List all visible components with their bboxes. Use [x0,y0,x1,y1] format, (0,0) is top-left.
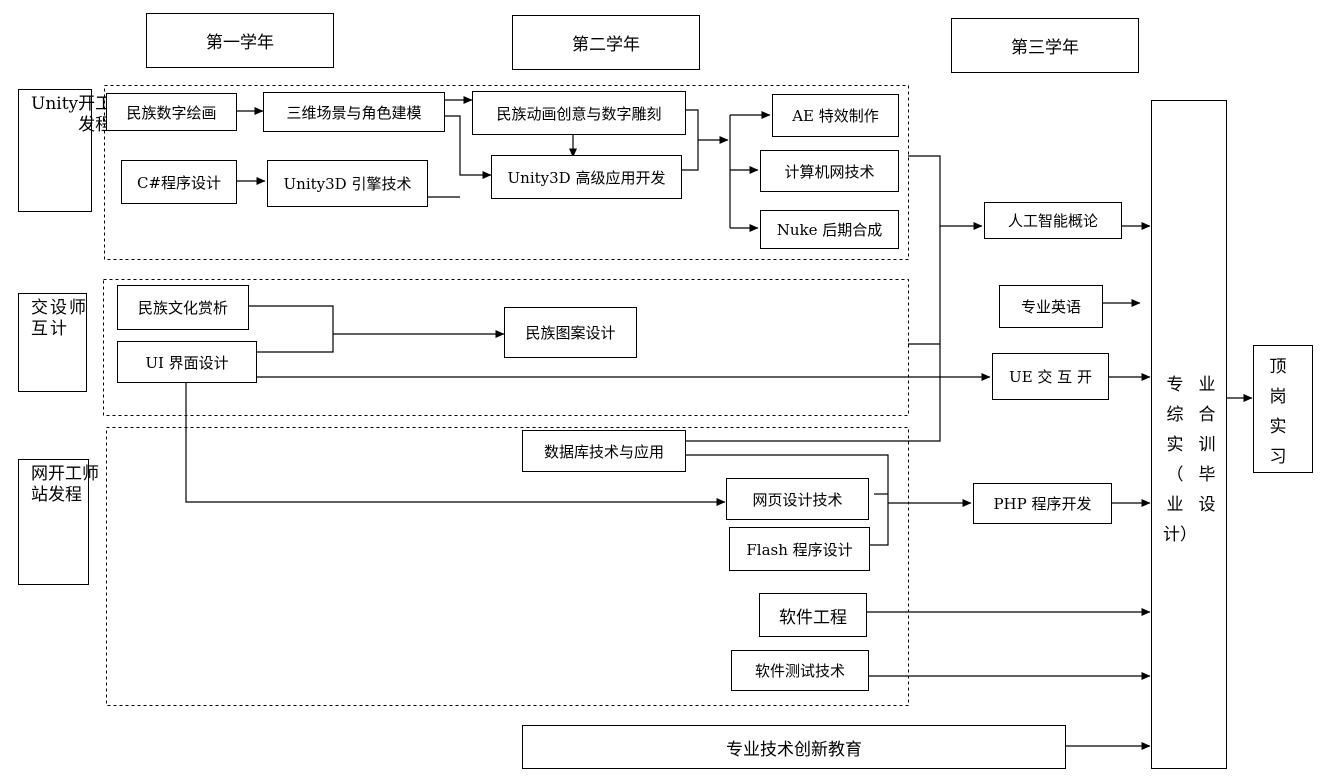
course-ae-effects: AE 特效制作 [772,94,899,137]
interaction-group-frame [103,279,909,416]
role-interaction-designer: 交互 设计 师 [18,293,87,392]
course-ui-design: UI 界面设计 [117,341,257,383]
capstone-project-box [1151,100,1227,769]
course-software-engineering: 软件工程 [759,593,867,637]
role-web-engineer: 网站 开发 工程 师 [18,459,99,585]
capstone-col1-1: 专 [1166,375,1184,395]
bus-from-unity-group [686,155,941,442]
capstone-col2-2: 合 [1198,405,1216,425]
role-interaction-line-2: 设计 [50,298,67,339]
capstone-text-col-1: 专 综 实 （ 业 计） [1163,370,1197,550]
course-professional-english: 专业英语 [999,285,1103,328]
internship-char-4: 习 [1269,447,1287,467]
course-php: PHP 程序开发 [973,483,1112,524]
role-unity-line-2: 开发 [78,94,96,135]
course-ai-intro: 人工智能概论 [984,202,1122,239]
year-2-label: 第二学年 [572,35,640,55]
year-1-header: 第一学年 [146,13,334,68]
role-web-line-4: 师 [82,464,99,484]
role-web-line-1: 网站 [31,464,48,505]
capstone-col2-4: 毕 [1198,465,1216,485]
capstone-col1-3: 实 [1166,435,1184,455]
capstone-col1-6: 计） [1163,525,1197,545]
role-interaction-line-1: 交互 [31,298,48,339]
course-database: 数据库技术与应用 [522,430,686,472]
role-unity-line-1: Unity [31,94,79,114]
year-3-label: 第三学年 [1011,38,1079,58]
arrow-modeling-to-unity-advanced [445,115,492,179]
course-web-design: 网页设计技术 [726,478,869,520]
role-web-line-3: 工程 [65,464,82,505]
bracket-culture-ui [249,305,334,353]
year-1-label: 第一学年 [206,33,274,53]
course-ue-dev: UE 交 互 开 [992,353,1109,400]
course-nuke: Nuke 后期合成 [760,210,899,249]
capstone-col2-5: 设 [1198,495,1216,515]
capstone-col2-3: 训 [1198,435,1216,455]
course-unity3d-engine: Unity3D 引擎技术 [267,160,428,207]
capstone-col2-1: 业 [1198,375,1216,395]
course-flash: Flash 程序设计 [729,527,870,571]
year-3-header: 第三学年 [951,18,1139,73]
course-scene-character-modeling: 三维场景与角色建模 [263,92,445,132]
course-csharp: C#程序设计 [121,160,237,204]
bracket-db-web-flash [686,454,889,546]
capstone-text-col-2: 业 合 训 毕 设 [1195,370,1219,520]
course-ethnic-pattern: 民族图案设计 [504,307,637,358]
internship-char-3: 实 [1269,417,1287,437]
role-web-line-2: 开发 [48,464,65,505]
internship-char-2: 岗 [1269,387,1287,407]
capstone-col1-5: 业 [1166,495,1184,515]
role-unity-engineer: Unity 开发 工程 师 [18,89,129,212]
internship-box [1253,345,1313,473]
course-ethnic-digital-painting: 民族数字绘画 [106,93,237,131]
course-ethnic-animation-sculpt: 民族动画创意与数字雕刻 [472,91,686,135]
course-unity3d-advanced: Unity3D 高级应用开发 [491,155,682,199]
capstone-col1-2: 综 [1166,405,1184,425]
course-ethnic-culture: 民族文化赏析 [117,285,249,330]
year-2-header: 第二学年 [512,15,700,70]
course-innovation-education: 专业技术创新教育 [522,725,1066,769]
role-interaction-line-3: 师 [69,298,86,318]
internship-char-1: 顶 [1269,357,1287,377]
course-software-testing: 软件测试技术 [731,650,869,691]
unity-group-frame [104,85,909,260]
arrow-ui-to-web-design [185,383,726,506]
capstone-col1-4: （ [1166,465,1184,485]
course-computer-network: 计算机网技术 [760,150,899,192]
internship-text: 顶 岗 实 习 [1266,352,1290,472]
